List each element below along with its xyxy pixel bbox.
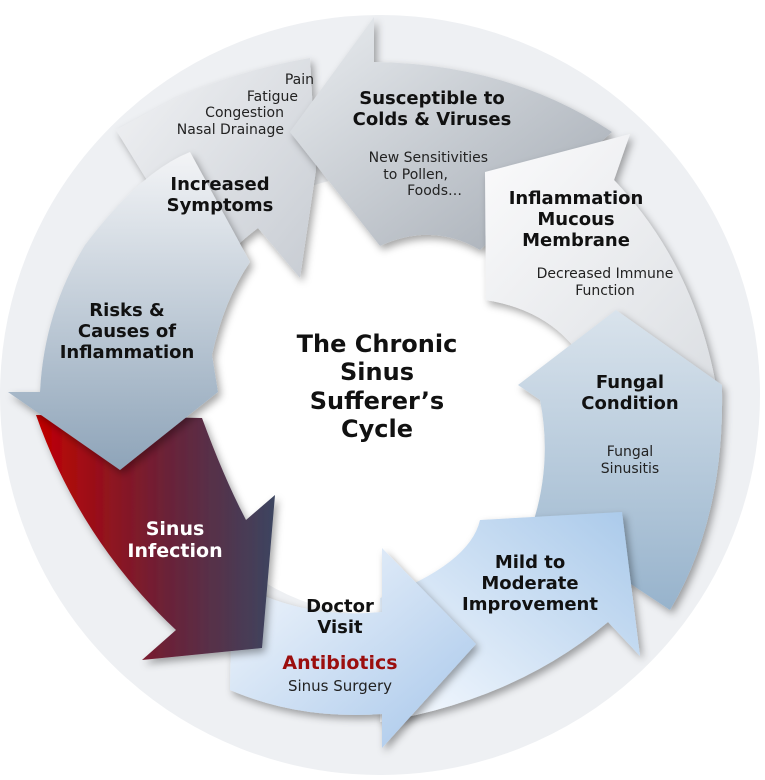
- detail-line: New Sensitivities: [368, 150, 488, 166]
- doctor-details: Sinus Surgery: [250, 677, 430, 696]
- detail-line: Fungal: [606, 444, 654, 460]
- center-title-line: Cycle: [341, 414, 413, 443]
- center-title-line: Sinus: [340, 358, 414, 387]
- title-line: Sinus: [145, 518, 205, 540]
- infection-title: Sinus Infection: [110, 518, 240, 563]
- fungal-details: Fungal Sinusitis: [580, 444, 680, 477]
- detail-line: Sinusitis: [600, 460, 660, 477]
- susceptible-details: New Sensitivities to Pollen, Foods…: [318, 150, 488, 200]
- antibiotics-label: Antibiotics: [282, 652, 398, 674]
- detail-line: Foods…: [407, 183, 462, 200]
- title-line: Visit: [317, 617, 363, 639]
- title-line: Doctor: [306, 596, 374, 617]
- detail-line: Congestion: [205, 105, 284, 122]
- susceptible-title: Susceptible to Colds & Viruses: [332, 88, 532, 130]
- infection-arrow: [36, 415, 275, 660]
- detail-line: Sinus Surgery: [287, 677, 392, 695]
- detail-line: Function: [575, 282, 635, 299]
- detail-line: Pain: [284, 72, 314, 88]
- risks-arrow: [8, 152, 250, 470]
- fungal-title: Fungal Condition: [560, 372, 700, 414]
- title-line: Infection: [127, 540, 223, 563]
- symptoms-title: Increased Symptoms: [140, 174, 300, 216]
- doctor-title: Doctor Visit: [265, 596, 415, 638]
- title-line: Membrane: [522, 230, 630, 252]
- title-line: Improvement: [462, 594, 598, 616]
- title-line: Condition: [581, 393, 679, 415]
- title-line: Mucous: [537, 209, 615, 231]
- detail-line: Nasal Drainage: [176, 121, 284, 138]
- title-line: Risks &: [89, 300, 165, 321]
- center-title: The Chronic Sinus Sufferer’s Cycle: [262, 330, 492, 443]
- center-title-line: The Chronic: [296, 330, 458, 358]
- detail-line: Decreased Immune: [536, 266, 674, 282]
- doctor-arrow: [230, 548, 476, 748]
- symptoms-details: Pain Fatigue Congestion Nasal Drainage: [140, 72, 314, 138]
- center-title-line: Sufferer’s: [309, 386, 445, 415]
- improvement-title: Mild to Moderate Improvement: [440, 552, 620, 616]
- title-line: Susceptible to: [359, 88, 505, 109]
- title-line: Causes of: [77, 321, 177, 343]
- inflammation-membrane-arrow: [485, 134, 715, 380]
- inflammation-membrane-title: Inflammation Mucous Membrane: [486, 188, 666, 252]
- inflammation-membrane-details: Decreased Immune Function: [510, 266, 700, 299]
- title-line: Inflammation: [59, 342, 195, 364]
- title-line: Increased: [170, 174, 270, 195]
- title-line: Symptoms: [166, 195, 274, 217]
- detail-line: to Pollen,: [383, 166, 448, 183]
- title-line: Moderate: [481, 573, 579, 595]
- title-line: Mild to: [494, 552, 566, 573]
- detail-line: Fatigue: [246, 88, 298, 105]
- title-line: Inflammation: [508, 188, 644, 209]
- title-line: Fungal: [595, 372, 665, 393]
- title-line: Colds & Viruses: [352, 109, 512, 131]
- risks-title: Risks & Causes of Inflammation: [42, 300, 212, 364]
- symptoms-arrow: [116, 58, 316, 305]
